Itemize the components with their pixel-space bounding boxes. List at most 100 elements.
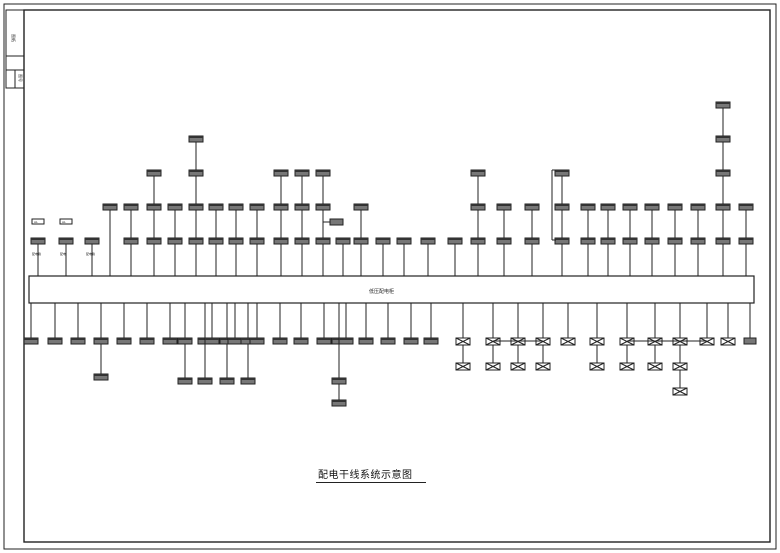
- upper-device-4-0-band: [124, 238, 138, 240]
- lower-device-15-band: [294, 338, 308, 340]
- upper-device-5-0-band: [147, 238, 161, 240]
- lower-device-21-band: [404, 338, 418, 340]
- lower-device-0-band: [24, 338, 38, 340]
- upper-device-7-3-band: [189, 136, 203, 138]
- right-device-1-1-diag-b: [485, 362, 501, 371]
- upper-device-22-0-band: [525, 238, 539, 240]
- upper-device-16-0-band: [376, 238, 390, 240]
- upper-device-20-0-band: [471, 238, 485, 240]
- right-device-7-1-diag-b: [647, 362, 663, 371]
- upper-device-7-1-band: [189, 204, 203, 206]
- lower-device-7-band: [178, 338, 192, 340]
- upper-label-text-2: AL: [62, 220, 66, 224]
- upper-device-18-0-band: [421, 238, 435, 240]
- upper-device-15-1-band: [354, 204, 368, 206]
- lower-ext-device-17-0-band: [332, 378, 346, 380]
- upper-device-9-1-band: [229, 204, 243, 206]
- upper-device-19-0-band: [448, 238, 462, 240]
- title-underline: [316, 482, 426, 483]
- upper-device-15-0-band: [354, 238, 368, 240]
- lower-ext-device-12-0-band: [241, 378, 255, 380]
- upper-device-13-0-band: [316, 238, 330, 240]
- lower-device-12-band: [241, 338, 255, 340]
- upper-device-13-1-band: [316, 204, 330, 206]
- right-device-10-0-diag-b: [720, 337, 736, 346]
- upper-device-2-0-band: [85, 238, 99, 240]
- lower-device-10-band: [220, 338, 234, 340]
- upper-device-25-0-band: [601, 238, 615, 240]
- right-device-5-1-diag-b: [589, 362, 605, 371]
- lower-ext-device-8-0-band: [198, 378, 212, 380]
- upper-device-31-0-band: [739, 238, 753, 240]
- lower-device-5-band: [140, 338, 154, 340]
- upper-device-7-2-band: [189, 170, 203, 172]
- upper-device-10-1-band: [250, 204, 264, 206]
- upper-device-28-0-band: [668, 238, 682, 240]
- lower-device-22-band: [424, 338, 438, 340]
- upper-device-8-1-band: [209, 204, 223, 206]
- lower-ext-device-7-0-band: [178, 378, 192, 380]
- lower-device-14-band: [273, 338, 287, 340]
- main-bus: [28, 275, 755, 304]
- upper-device-30-1-band: [716, 204, 730, 206]
- right-device-5-0-diag-b: [589, 337, 605, 346]
- upper-device-30-2-band: [716, 170, 730, 172]
- lower-device-2-band: [71, 338, 85, 340]
- title-block-text-1: 图纸: [11, 34, 17, 42]
- upper-device-24-0-band: [581, 238, 595, 240]
- right-device-3-1-diag-b: [535, 362, 551, 371]
- upper-device-27-0-band: [645, 238, 659, 240]
- upper-device-21-0-band: [497, 238, 511, 240]
- upper-device-27-1-band: [645, 204, 659, 206]
- upper-device-5-1-band: [147, 204, 161, 206]
- upper-device-11-1-band: [274, 204, 288, 206]
- diagram-title: 配电干线系统示意图: [318, 470, 413, 481]
- upper-device-3-0-band: [103, 204, 117, 206]
- upper-device-23-1-band: [555, 204, 569, 206]
- small-tag-3: 配电箱: [86, 251, 95, 256]
- upper-device-24-1-band: [581, 204, 595, 206]
- upper-label-text-1: AL: [34, 220, 38, 224]
- bus-label: 低压配电柜: [369, 288, 394, 295]
- upper-device-23-0-band: [555, 238, 569, 240]
- lower-device-16-band: [317, 338, 331, 340]
- lower-ext-device-17-1-band: [332, 400, 346, 402]
- upper-device-9-0-band: [229, 238, 243, 240]
- right-device-4-0-diag-b: [560, 337, 576, 346]
- upper-device-6-0-band: [168, 238, 182, 240]
- upper-device-11-2-band: [274, 170, 288, 172]
- upper-device-22-1-band: [525, 204, 539, 206]
- upper-device-0-0-band: [31, 238, 45, 240]
- side-branch-box: [329, 218, 344, 226]
- upper-device-30-3-band: [716, 136, 730, 138]
- upper-device-13-2-band: [316, 170, 330, 172]
- upper-device-14-0-band: [336, 238, 350, 240]
- inner-border: [23, 9, 771, 543]
- upper-device-10-0-band: [250, 238, 264, 240]
- upper-device-12-2-band: [295, 170, 309, 172]
- upper-label-box-1: [31, 218, 45, 225]
- upper-device-30-0-band: [716, 238, 730, 240]
- lower-device-4-band: [117, 338, 131, 340]
- small-tag-2: 配电: [60, 251, 66, 256]
- upper-device-17-0-band: [397, 238, 411, 240]
- lower-ext-device-10-0-band: [220, 378, 234, 380]
- lower-device-18-band: [339, 338, 353, 340]
- lower-device-1-band: [48, 338, 62, 340]
- upper-device-12-1-band: [295, 204, 309, 206]
- right-device-8-2-diag-b: [672, 387, 688, 396]
- upper-device-12-0-band: [295, 238, 309, 240]
- right-device-0-0-diag-b: [455, 337, 471, 346]
- right-device-0-1-diag-b: [455, 362, 471, 371]
- lower-ext-device-3-0-band: [94, 374, 108, 376]
- lower-device-6-band: [163, 338, 177, 340]
- upper-device-20-1-band: [471, 204, 485, 206]
- upper-device-1-0-band: [59, 238, 73, 240]
- upper-device-4-1-band: [124, 204, 138, 206]
- upper-device-28-1-band: [668, 204, 682, 206]
- upper-device-31-1-band: [739, 204, 753, 206]
- upper-device-7-0-band: [189, 238, 203, 240]
- upper-device-29-1-band: [691, 204, 705, 206]
- upper-device-5-2-band: [147, 170, 161, 172]
- right-device-8-1-diag-b: [672, 362, 688, 371]
